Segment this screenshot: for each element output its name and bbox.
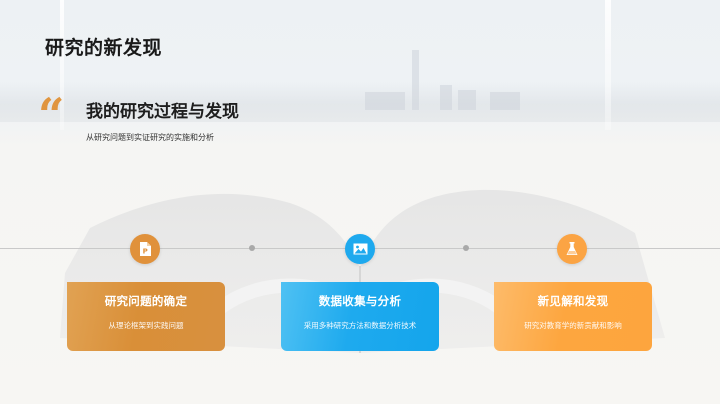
background-building (365, 92, 405, 110)
timeline-dot (249, 245, 255, 251)
background-window-frame (60, 0, 64, 130)
step-3-description: 研究对教育学的新贡献和影响 (524, 321, 622, 330)
step-1-description: 从理论框架到实践问题 (108, 321, 184, 330)
section-description: 从研究问题到实证研究的实施和分析 (86, 133, 214, 142)
step-3-card: 新见解和发现 研究对教育学的新贡献和影响 (494, 282, 652, 351)
step-3-node (557, 234, 587, 264)
background-skyline (0, 82, 720, 122)
flask-icon (566, 242, 578, 255)
step-2-title: 数据收集与分析 (318, 294, 402, 308)
step-1-card: 研究问题的确定 从理论框架到实践问题 (67, 282, 225, 351)
page-title: 研究的新发现 (45, 37, 163, 59)
step-2-card: 数据收集与分析 采用多种研究方法和数据分析技术 (281, 282, 439, 351)
image-icon (353, 243, 367, 255)
timeline-dot (463, 245, 469, 251)
step-2-description: 采用多种研究方法和数据分析技术 (303, 321, 417, 330)
background-building (440, 85, 452, 110)
step-1-node: P (130, 234, 160, 264)
background-building (412, 50, 419, 110)
step-2-node (345, 234, 375, 264)
background-building (458, 90, 476, 110)
background-building (490, 92, 520, 110)
svg-text:P: P (143, 248, 148, 256)
step-3-title: 新见解和发现 (537, 294, 609, 308)
section-subtitle: 我的研究过程与发现 (86, 102, 239, 122)
quote-open-icon: “ (38, 92, 65, 126)
step-1-title: 研究问题的确定 (104, 294, 188, 308)
background-window-frame (605, 0, 611, 130)
document-p-icon: P (140, 242, 151, 256)
